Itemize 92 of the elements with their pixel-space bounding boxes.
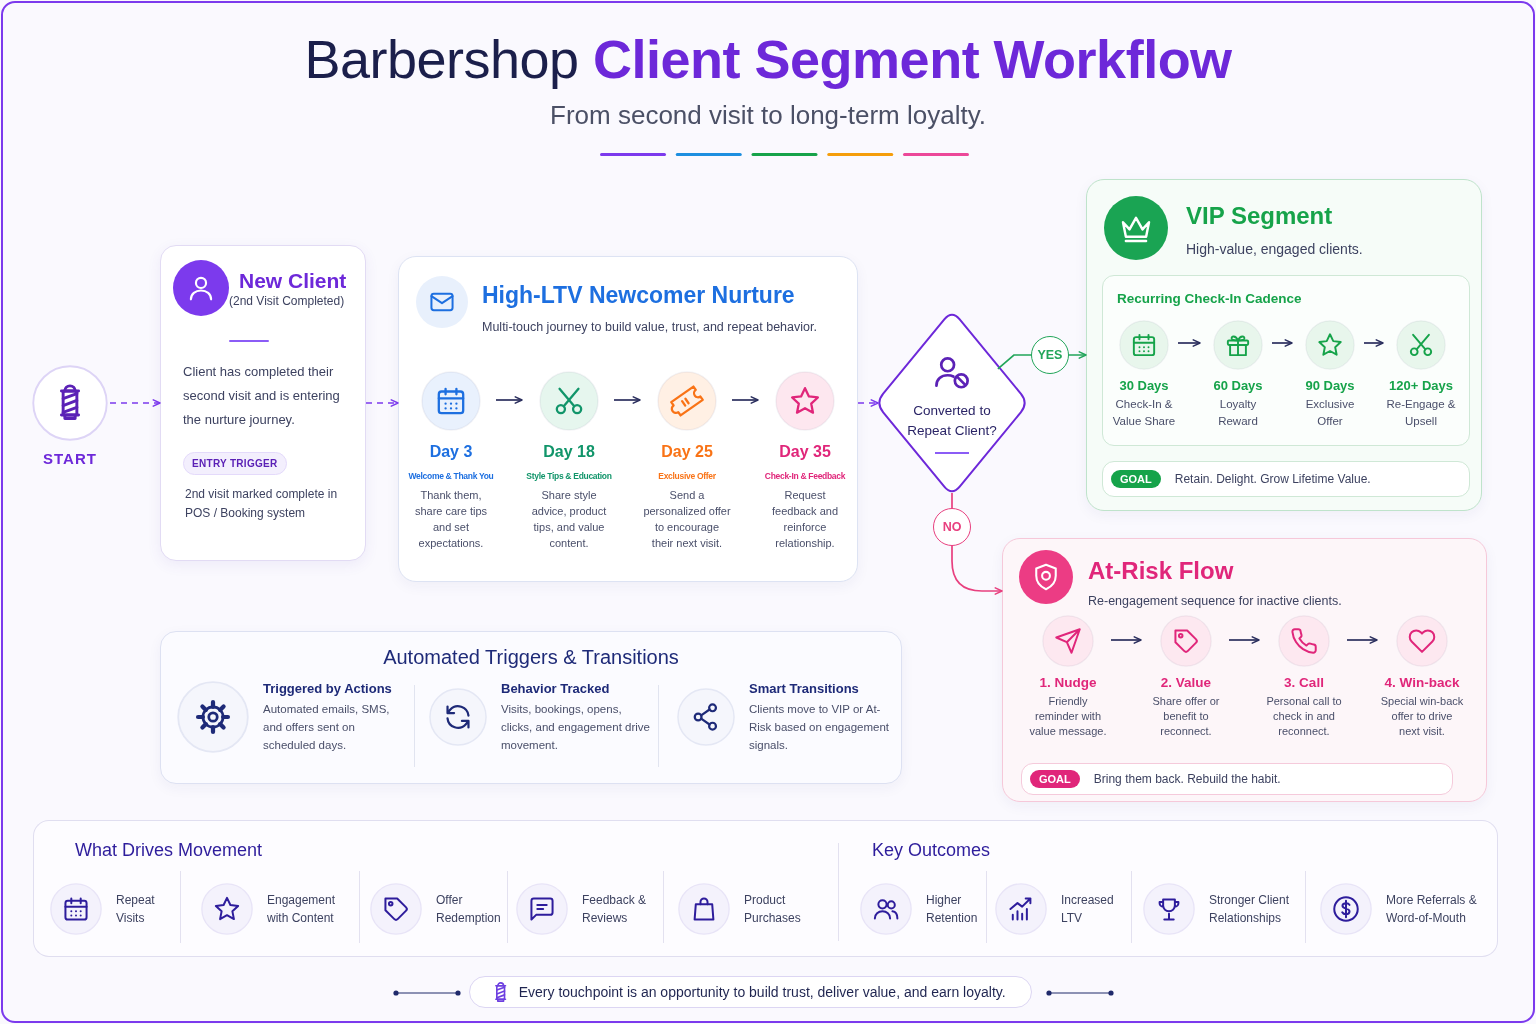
footer-banner [469,976,1032,1008]
feature-description: Visits, bookings, opens, clicks, and engagement drive movement. [501,701,651,753]
goal-bar [1021,763,1453,795]
group-title: VIP Segment [1186,202,1333,231]
arrow [365,399,399,407]
panel-section [838,820,1498,957]
step-description: Loyalty Reward [1217,397,1259,429]
section-title: Key Outcomes [872,840,991,861]
arrow [1228,636,1260,644]
goal-text: Bring them back. Rebuild the habit. [1093,772,1281,786]
step-description: Thank them, share care tips and set expectations. [413,488,489,551]
item-label: Engagement with Content [267,892,337,927]
step-description: Exclusive Offer [1304,397,1356,429]
step-description: Personal call to check in and reconnect. [1265,694,1343,739]
item-label: Increased LTV [1061,892,1115,927]
description: 2nd visit marked complete in POS / Booking system [185,486,339,522]
group-title: High-LTV Newcomer Nurture [482,282,795,310]
item-label: Stronger Client Relationships [1209,892,1291,927]
subgroup-title: Recurring Check-In Cadence [1117,291,1302,306]
step-title: 1. Nudge [1039,675,1097,690]
step-title: 3. Call [1284,675,1324,690]
footer-text: Every touchpoint is an opportunity to build trust, deliver value, and earn loyalty. [518,984,1006,1000]
panel-title: Automated Triggers & Transitions [383,646,679,669]
step-title: 4. Win-back [1384,675,1460,690]
card-subtitle: (2nd Visit Completed) [229,294,345,308]
arrow [1177,339,1201,347]
step-description: Special win-back offer to drive next visit. [1380,694,1464,739]
step-subtitle: Exclusive Offer [658,470,716,482]
goal-text: Retain. Delight. Grow Lifetime Value. [1174,472,1371,486]
step-subtitle: Style Tips & Education [526,470,612,482]
step-title: Day 35 [779,443,831,461]
decision-text: Converted to Repeat Client? [906,402,998,440]
goal-tag: GOAL [1111,470,1161,488]
subgroup-panel [1102,275,1470,446]
group-panel [398,256,858,582]
feature-title: Triggered by Actions [263,680,392,696]
title: Barbershop Client Segment Workflow [304,28,1232,90]
step-title: 30 Days [1119,378,1169,393]
item-label: Higher Retention [926,892,979,927]
item-label: Offer Redemption [436,892,502,927]
card [160,245,366,561]
item-label: Feedback & Reviews [582,892,648,927]
group-subtitle: Re-engagement sequence for inactive clients. [1088,593,1342,608]
subtitle: From second visit to long-term loyalty. [550,100,986,131]
arrow [1271,339,1293,347]
tag: ENTRY TRIGGER [183,452,287,475]
step-title: 90 Days [1305,378,1355,393]
step-title: Day 3 [429,443,473,461]
step-description: Check-In & Value Share [1111,397,1177,429]
arrow [1346,636,1378,644]
group-panel [1002,538,1487,802]
step-subtitle: Welcome & Thank You [408,470,494,482]
edge-label: YES [1030,336,1069,374]
step-description: Re-Engage & Upsell [1385,397,1457,429]
feature-description: Automated emails, SMS, and offers sent on scheduled days. [263,701,391,753]
arrow [857,399,879,407]
section-title: What Drives Movement [75,840,263,861]
start-label: START [43,450,97,467]
card-title: New Client [239,268,347,294]
arrow [1363,339,1384,347]
panel [160,631,902,784]
arrow [495,396,523,404]
goal-tag: GOAL [1030,770,1080,788]
arrow [613,396,641,404]
group-title: At-Risk Flow [1088,557,1234,586]
step-title: 120+ Days [1389,378,1453,393]
step-subtitle: Check-In & Feedback [764,470,846,482]
description: Client has completed their second visit and is entering the nurture journey. [183,363,341,429]
arrow [1110,636,1142,644]
panel-section [33,820,838,957]
step-title: 2. Value [1160,675,1212,690]
step-title: 60 Days [1213,378,1263,393]
group-subtitle: High-value, engaged clients. [1186,240,1363,257]
edge-label: NO [933,508,971,546]
arrow [109,399,161,407]
step-description: Request feedback and reinforce relationship. [770,488,840,551]
feature-description: Clients move to VIP or At-Risk based on engagement signals. [749,701,890,753]
step-description: Send a personalized offer to encourage their next visit. [643,488,731,551]
step-description: Friendly reminder with value message. [1028,694,1108,739]
item-label: Repeat Visits [116,892,156,927]
group-panel [1086,179,1482,511]
arrow [731,396,759,404]
item-label: Product Purchases [744,892,802,927]
step-description: Share offer or benefit to reconnect. [1151,694,1221,739]
item-label: More Referrals & Word-of-Mouth [1386,892,1478,927]
step-description: Share style advice, product tips, and value content. [530,488,608,551]
group-subtitle: Multi-touch journey to build value, trust, and repeat behavior. [482,319,817,334]
step-title: Day 18 [543,443,595,461]
step-title: Day 25 [661,443,713,461]
feature-title: Smart Transitions [749,680,859,696]
goal-bar [1102,461,1470,497]
feature-title: Behavior Tracked [501,680,610,696]
